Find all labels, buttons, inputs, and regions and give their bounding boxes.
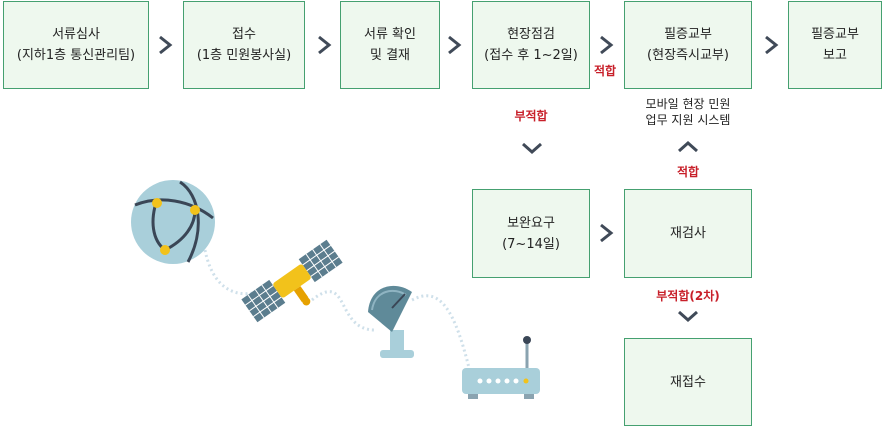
step-certificate-report: 필증교부 보고 xyxy=(788,1,882,89)
dish-antenna-icon xyxy=(368,285,414,358)
step-title: 필증교부 xyxy=(811,27,859,42)
mobile-system-line2: 업무 지원 시스템 xyxy=(645,113,731,127)
step-subtitle: (현장즉시교부) xyxy=(647,48,729,63)
chevron-right-icon xyxy=(600,223,614,243)
step-reception: 접수 (1층 민원봉사실) xyxy=(183,1,305,89)
pass-label: 적합 xyxy=(594,64,617,78)
mobile-system-line1: 모바일 현장 민원 xyxy=(645,97,731,111)
recheck-pass-label: 적합 xyxy=(676,165,700,179)
chevron-down-icon xyxy=(678,310,698,323)
step-title: 재접수 xyxy=(670,374,706,390)
mobile-system-label: 모바일 현장 민원 업무 지원 시스템 xyxy=(646,96,731,128)
step-title: 서류심사 xyxy=(52,27,100,42)
chevron-right-icon xyxy=(600,35,614,55)
chevron-up-icon xyxy=(678,140,698,153)
chevron-right-icon xyxy=(159,35,173,55)
step-title: 서류 확인 xyxy=(364,27,416,42)
step-supplement-request: 보완요구 (7~14일) xyxy=(472,189,590,278)
chevron-right-icon xyxy=(448,35,462,55)
step-certificate-issue: 필증교부 (현장즉시교부) xyxy=(624,1,752,89)
chevron-down-icon xyxy=(522,142,542,155)
router-icon xyxy=(462,336,540,399)
step-title: 재검사 xyxy=(670,226,706,241)
step-reinspection: 재검사 xyxy=(624,189,752,278)
step-site-inspection: 현장점검 (접수 후 1~2일) xyxy=(472,1,590,89)
globe-icon xyxy=(131,180,215,264)
step-subtitle: (지하1층 통신관리팀) xyxy=(16,48,136,63)
step-subtitle: (접수 후 1~2일) xyxy=(484,48,578,63)
step-reapplication: 재접수 xyxy=(624,338,752,426)
step-subtitle: (7~14일) xyxy=(502,236,560,252)
chevron-right-icon xyxy=(318,35,332,55)
step-subtitle: (1층 민원봉사실) xyxy=(196,48,292,63)
fail-label: 부적합 xyxy=(514,109,548,123)
step-document-review: 서류심사 (지하1층 통신관리팀) xyxy=(3,1,149,89)
step-title: 필증교부 xyxy=(664,27,712,42)
step-subtitle: 및 결재 xyxy=(369,48,410,63)
satellite-icon xyxy=(241,239,343,323)
chevron-right-icon xyxy=(765,35,779,55)
step-subtitle: 보고 xyxy=(823,48,847,63)
step-title: 접수 xyxy=(232,27,256,42)
step-title: 현장점검 xyxy=(507,27,555,42)
step-title: 보완요구 xyxy=(507,215,555,231)
second-fail-label: 부적합(2차) xyxy=(656,289,720,303)
step-confirm-approve: 서류 확인 및 결재 xyxy=(340,1,440,89)
